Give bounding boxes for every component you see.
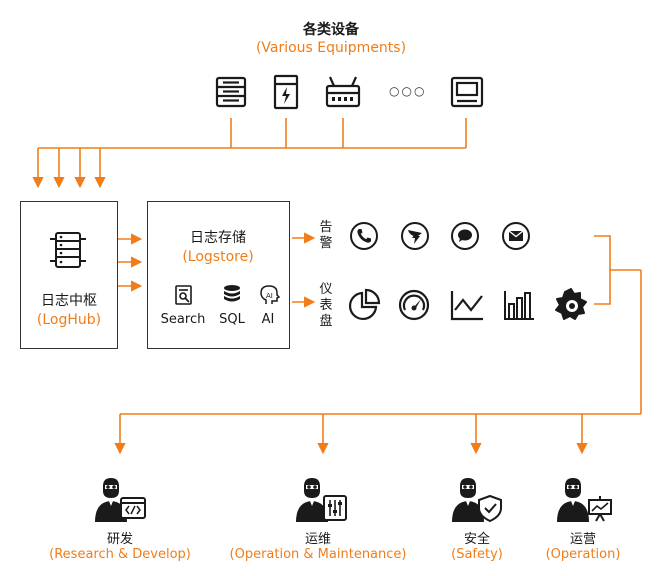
developer-code-icon bbox=[95, 478, 146, 522]
grafana-icon bbox=[555, 288, 587, 320]
router-icon bbox=[325, 76, 361, 108]
role-ops-title: 运维 bbox=[304, 532, 332, 547]
role-operation-subtitle: (Operation) bbox=[545, 547, 621, 562]
line-chart-icon bbox=[450, 291, 483, 321]
gauge-icon bbox=[398, 289, 430, 321]
role-rd-title: 研发 bbox=[106, 532, 134, 547]
loghub-title: 日志中枢 bbox=[41, 293, 97, 309]
loghub-box bbox=[20, 201, 118, 349]
power-cabinet-icon bbox=[273, 74, 299, 110]
security-shield-icon bbox=[452, 478, 502, 523]
operator-sliders-icon bbox=[296, 478, 347, 522]
devices-subtitle: (Various Equipments) bbox=[255, 40, 407, 56]
role-rd-subtitle: (Research & Develop) bbox=[49, 547, 191, 562]
devices-title: 各类设备 bbox=[303, 22, 359, 38]
server-rack-icon bbox=[215, 76, 247, 108]
role-safety-subtitle: (Safety) bbox=[451, 547, 503, 562]
logstore-box bbox=[147, 201, 290, 349]
feature-ai-label: AI bbox=[261, 312, 275, 327]
feature-sql-label: SQL bbox=[219, 312, 245, 327]
role-ops-subtitle: (Operation & Maintenance) bbox=[229, 547, 407, 562]
role-safety-title: 安全 bbox=[463, 532, 491, 547]
logstore-title: 日志存储 bbox=[190, 230, 246, 246]
role-operation-title: 运营 bbox=[569, 532, 597, 547]
bar-chart-icon bbox=[504, 291, 534, 320]
more-devices-ellipsis: ○○○ bbox=[389, 84, 427, 98]
svg-text:AI: AI bbox=[266, 292, 273, 300]
database-icon bbox=[224, 285, 240, 302]
mail-icon bbox=[502, 222, 530, 250]
alarm-label: 告警 bbox=[319, 220, 333, 251]
server-stack-icon bbox=[50, 232, 86, 268]
phone-icon bbox=[350, 222, 378, 250]
dingtalk-icon bbox=[401, 222, 429, 250]
chat-bubble-icon bbox=[451, 222, 479, 250]
logstore-subtitle: (Logstore) bbox=[182, 249, 254, 265]
presentation-board-icon bbox=[557, 478, 612, 522]
search-doc-icon bbox=[175, 285, 192, 305]
feature-search-label: Search bbox=[160, 312, 206, 327]
loghub-subtitle: (LogHub) bbox=[36, 312, 102, 328]
dashboard-label: 仪表盘 bbox=[319, 282, 333, 329]
ai-head-icon: AI bbox=[260, 285, 280, 304]
pie-chart-icon bbox=[349, 288, 381, 320]
monitor-icon bbox=[450, 76, 484, 108]
